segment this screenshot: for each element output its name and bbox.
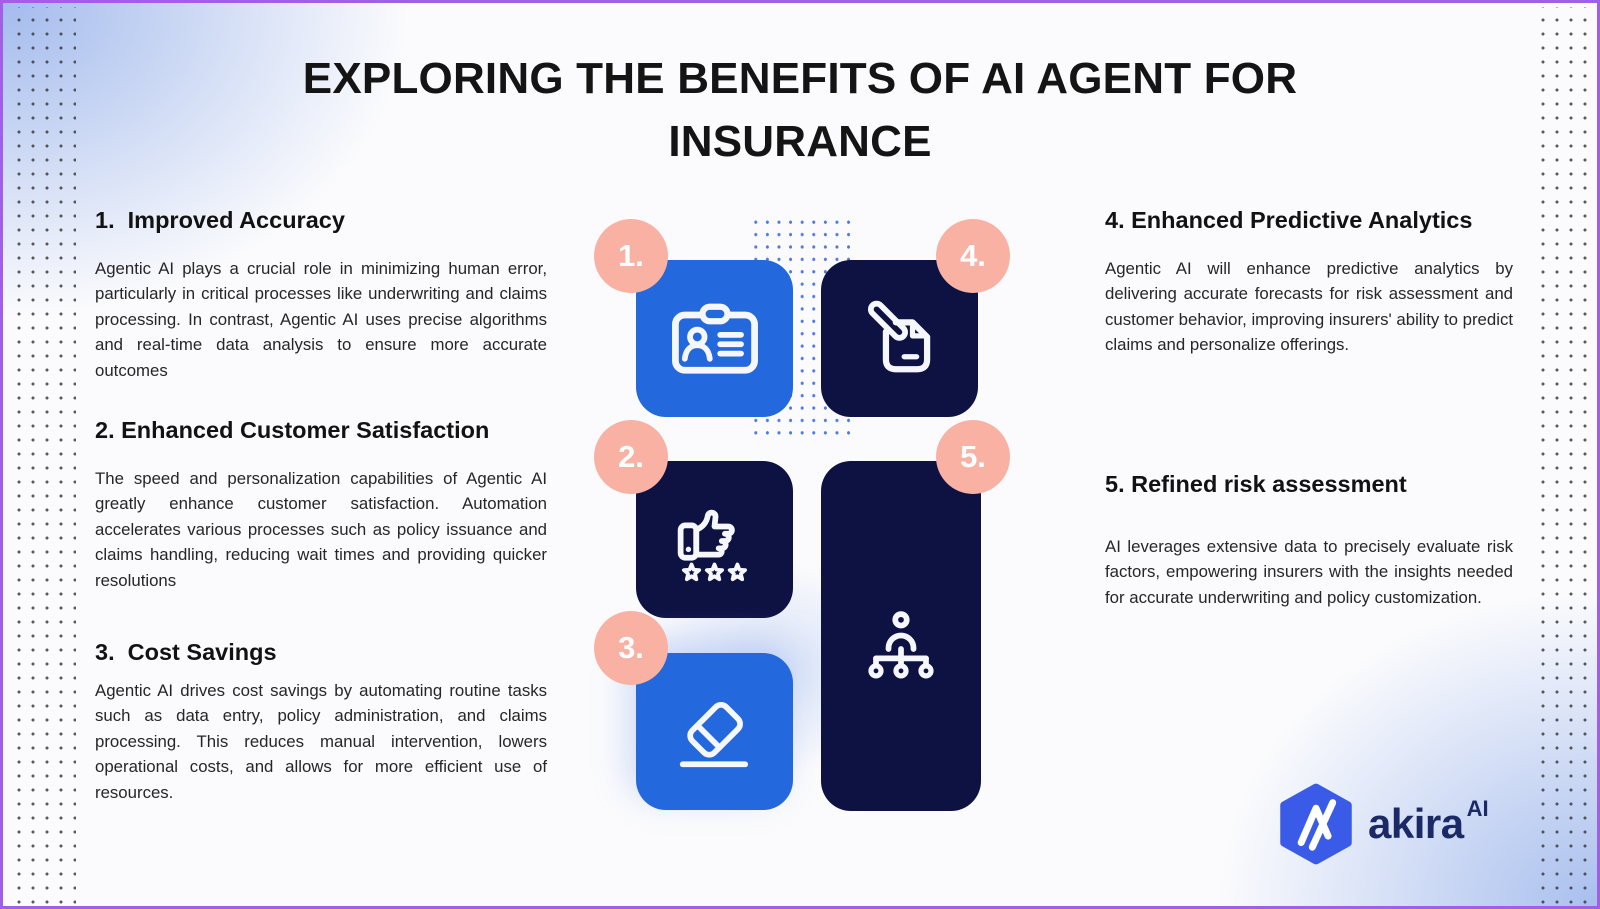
dot-pattern-left	[8, 7, 76, 904]
page-title-line2: INSURANCE	[668, 117, 932, 166]
section-heading: 4. Enhanced Predictive Analytics	[1105, 207, 1473, 233]
section-body: Agentic AI will enhance predictive analy…	[1105, 259, 1513, 355]
page-title-line1: EXPLORING THE BENEFITS OF AI AGENT FOR	[302, 54, 1298, 103]
section-body: Agentic AI plays a crucial role in minim…	[95, 259, 547, 380]
step-badge-3: 3.	[594, 611, 668, 685]
card-customer-satisfaction	[636, 461, 793, 618]
section-body: Agentic AI drives cost savings by automa…	[95, 681, 547, 802]
section-body: The speed and personalization capabiliti…	[95, 469, 547, 590]
thumbs-up-rating-icon	[665, 490, 765, 590]
section-risk-assessment: 5. Refined risk assessment AI leverages …	[1105, 471, 1513, 610]
section-improved-accuracy: 1. Improved Accuracy Agentic AI plays a …	[95, 207, 547, 383]
step-badge-2: 2.	[594, 420, 668, 494]
section-predictive-analytics: 4. Enhanced Predictive Analytics Agentic…	[1105, 207, 1513, 358]
logo-wordmark: akira	[1368, 800, 1464, 847]
step-badge-4: 4.	[936, 219, 1010, 293]
logo-superscript: AI	[1466, 796, 1489, 821]
gradient-blob-top-left	[3, 3, 583, 453]
eraser-icon	[665, 682, 765, 782]
section-heading: 5. Refined risk assessment	[1105, 471, 1407, 497]
org-chart-icon	[851, 599, 951, 699]
card-cost-savings	[636, 653, 793, 810]
section-cost-savings: 3. Cost Savings Agentic AI drives cost s…	[95, 639, 547, 805]
section-body: AI leverages extensive data to precisely…	[1105, 537, 1513, 607]
step-badge-1: 1.	[594, 219, 668, 293]
dot-pattern-right	[1532, 7, 1597, 904]
akira-ai-logo: akira AI	[1277, 783, 1489, 865]
id-badge-icon	[665, 289, 765, 389]
signing-document-icon	[850, 289, 950, 389]
card-risk-assessment	[821, 461, 981, 811]
card-improved-accuracy	[636, 260, 793, 417]
akira-hexagon-icon	[1280, 783, 1352, 865]
section-heading: 3. Cost Savings	[95, 639, 277, 665]
page-title: EXPLORING THE BENEFITS OF AI AGENT FOR I…	[3, 47, 1597, 173]
section-heading: 1. Improved Accuracy	[95, 207, 345, 233]
step-badge-5: 5.	[936, 420, 1010, 494]
section-heading: 2. Enhanced Customer Satisfaction	[95, 417, 490, 443]
section-customer-satisfaction: 2. Enhanced Customer Satisfaction The sp…	[95, 417, 547, 593]
